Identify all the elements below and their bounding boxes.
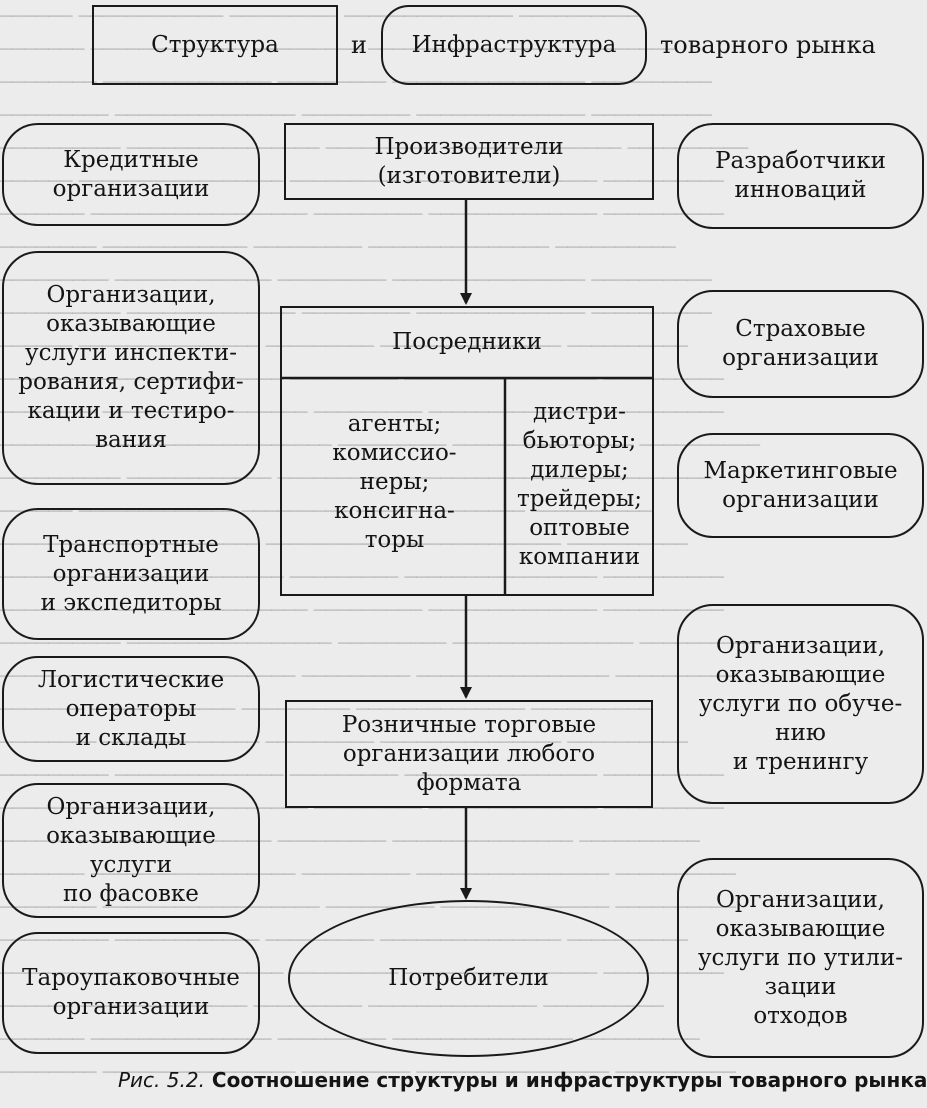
intermediaries-box: [280, 306, 654, 596]
structure-box: Структура: [92, 5, 338, 85]
retail-box: Розничные торговые организации любого фо…: [285, 700, 653, 808]
left-logistics-orgs: Логистические операторы и склады: [2, 656, 260, 762]
market-label: товарного рынка: [660, 31, 876, 59]
left-packing-services: Организации, оказывающие услуги по фасов…: [2, 783, 260, 918]
figure-number: Рис. 5.2.: [118, 1068, 205, 1092]
consumers-oval: Потребители: [288, 900, 649, 1057]
left-transport-orgs: Транспортные организации и экспедиторы: [2, 508, 260, 640]
figure-title: Соотношение структуры и инфраструктуры т…: [211, 1068, 927, 1092]
left-inspection-orgs: Организации, оказывающие услуги инспекти…: [2, 251, 260, 485]
intermediaries-distributors: дистри- бьюторы; дилеры; трейдеры; оптов…: [517, 399, 642, 570]
right-insurance-orgs: Страховые организации: [677, 290, 924, 398]
and-label: и: [351, 31, 367, 59]
left-packaging-orgs: Тароупаковочные организации: [2, 932, 260, 1054]
figure-caption: Рис. 5.2. Соотношение структуры и инфрас…: [118, 1068, 927, 1092]
left-credit-orgs: Кредитные организации: [2, 123, 260, 226]
right-training-services: Организации, оказывающие услуги по обуче…: [677, 604, 924, 804]
right-waste-services: Организации, оказывающие услуги по утили…: [677, 858, 924, 1058]
intermediaries-agents: агенты; комиссио- неры; консигна- торы: [332, 411, 457, 553]
infrastructure-box: Инфраструктура: [381, 5, 647, 85]
right-marketing-orgs: Маркетинговые организации: [677, 433, 924, 538]
right-innovation-developers: Разработчики инноваций: [677, 123, 924, 229]
intermediaries-title: Посредники: [392, 329, 542, 355]
producers-box: Производители (изготовители): [284, 123, 654, 200]
